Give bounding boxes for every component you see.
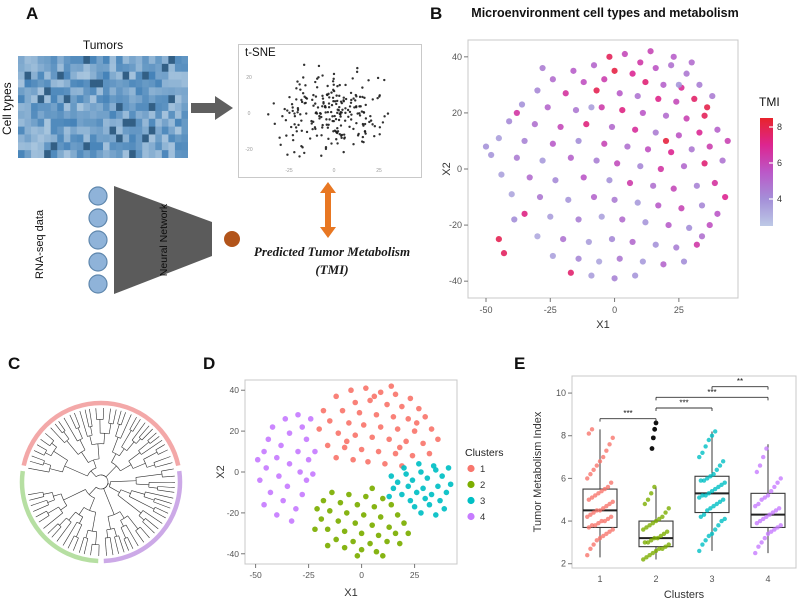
right-arrow-icon <box>191 96 233 120</box>
panel-e-label: E <box>514 354 526 373</box>
svg-text:3: 3 <box>709 574 714 584</box>
svg-text:8: 8 <box>777 122 782 132</box>
svg-text:-40: -40 <box>227 549 240 559</box>
svg-text:X1: X1 <box>596 319 609 331</box>
svg-text:4: 4 <box>480 512 485 523</box>
svg-text:-25: -25 <box>285 168 292 174</box>
tsne-inset-label: t-SNE <box>245 47 276 59</box>
tsne-inset: t-SNE -25 0 25 20 0 -20 <box>238 44 422 178</box>
svg-text:3: 3 <box>480 496 485 507</box>
svg-text:***: *** <box>679 399 688 408</box>
panel-d-label: D <box>203 354 216 373</box>
svg-text:-25: -25 <box>302 570 315 580</box>
svg-text:4: 4 <box>561 516 566 526</box>
tsne-mini-scatter: -25 0 25 20 0 -20 <box>245 63 390 174</box>
svg-text:-20: -20 <box>449 220 462 230</box>
svg-text:-50: -50 <box>479 305 492 315</box>
neural-network-diagram: Neural Network <box>88 186 240 294</box>
svg-text:0: 0 <box>234 467 239 477</box>
svg-text:1: 1 <box>480 464 485 475</box>
panel-b-title: Microenvironment cell types and metaboli… <box>471 6 739 20</box>
svg-text:Clusters: Clusters <box>664 589 705 601</box>
predicted-tmi-units: (TMI) <box>315 262 349 277</box>
svg-text:-50: -50 <box>249 570 262 580</box>
svg-text:0: 0 <box>248 111 251 117</box>
svg-text:X1: X1 <box>344 587 357 599</box>
svg-text:-20: -20 <box>245 147 252 153</box>
panel-b-label: B <box>430 4 443 23</box>
svg-text:40: 40 <box>230 385 240 395</box>
svg-text:TMI: TMI <box>759 95 780 109</box>
svg-text:X2: X2 <box>215 465 227 478</box>
rnaseq-label: RNA-seq data <box>34 209 46 279</box>
svg-text:1: 1 <box>597 574 602 584</box>
svg-text:20: 20 <box>230 426 240 436</box>
circular-dendrogram <box>19 400 183 564</box>
svg-text:Clusters: Clusters <box>465 447 504 459</box>
svg-text:40: 40 <box>452 52 462 62</box>
svg-text:Tumor Metabolism Index: Tumor Metabolism Index <box>532 411 544 532</box>
svg-text:8: 8 <box>561 431 566 441</box>
svg-text:***: *** <box>707 388 716 397</box>
tumors-label: Tumors <box>82 38 124 52</box>
svg-text:4: 4 <box>765 574 770 584</box>
svg-text:-25: -25 <box>544 305 557 315</box>
svg-text:4: 4 <box>777 194 782 204</box>
svg-text:25: 25 <box>376 168 382 174</box>
svg-text:X2: X2 <box>441 162 453 175</box>
svg-text:20: 20 <box>246 75 252 81</box>
svg-text:Neural Network: Neural Network <box>158 203 170 276</box>
svg-text:2: 2 <box>561 559 566 569</box>
svg-text:-20: -20 <box>227 508 240 518</box>
tumor-heatmap <box>18 56 188 158</box>
svg-text:0: 0 <box>457 164 462 174</box>
svg-text:-40: -40 <box>449 276 462 286</box>
svg-text:2: 2 <box>653 574 658 584</box>
svg-text:**: ** <box>737 377 743 386</box>
svg-text:25: 25 <box>674 305 684 315</box>
predicted-tmi-label: Predicted Tumor Metabolism <box>253 244 411 259</box>
svg-text:6: 6 <box>561 473 566 483</box>
svg-text:0: 0 <box>333 168 336 174</box>
svg-text:2: 2 <box>480 480 485 491</box>
svg-text:10: 10 <box>556 388 566 398</box>
panel-c-label: C <box>8 354 21 373</box>
svg-text:20: 20 <box>452 108 462 118</box>
clusters-legend: Clusters 1 2 3 4 <box>465 447 504 523</box>
panel-a-label: A <box>26 4 39 23</box>
cell-types-label: Cell types <box>0 82 14 136</box>
svg-text:0: 0 <box>612 305 617 315</box>
svg-text:0: 0 <box>359 570 364 580</box>
svg-text:25: 25 <box>410 570 420 580</box>
updown-arrow-icon <box>320 182 336 238</box>
svg-text:***: *** <box>623 409 632 418</box>
svg-text:6: 6 <box>777 158 782 168</box>
